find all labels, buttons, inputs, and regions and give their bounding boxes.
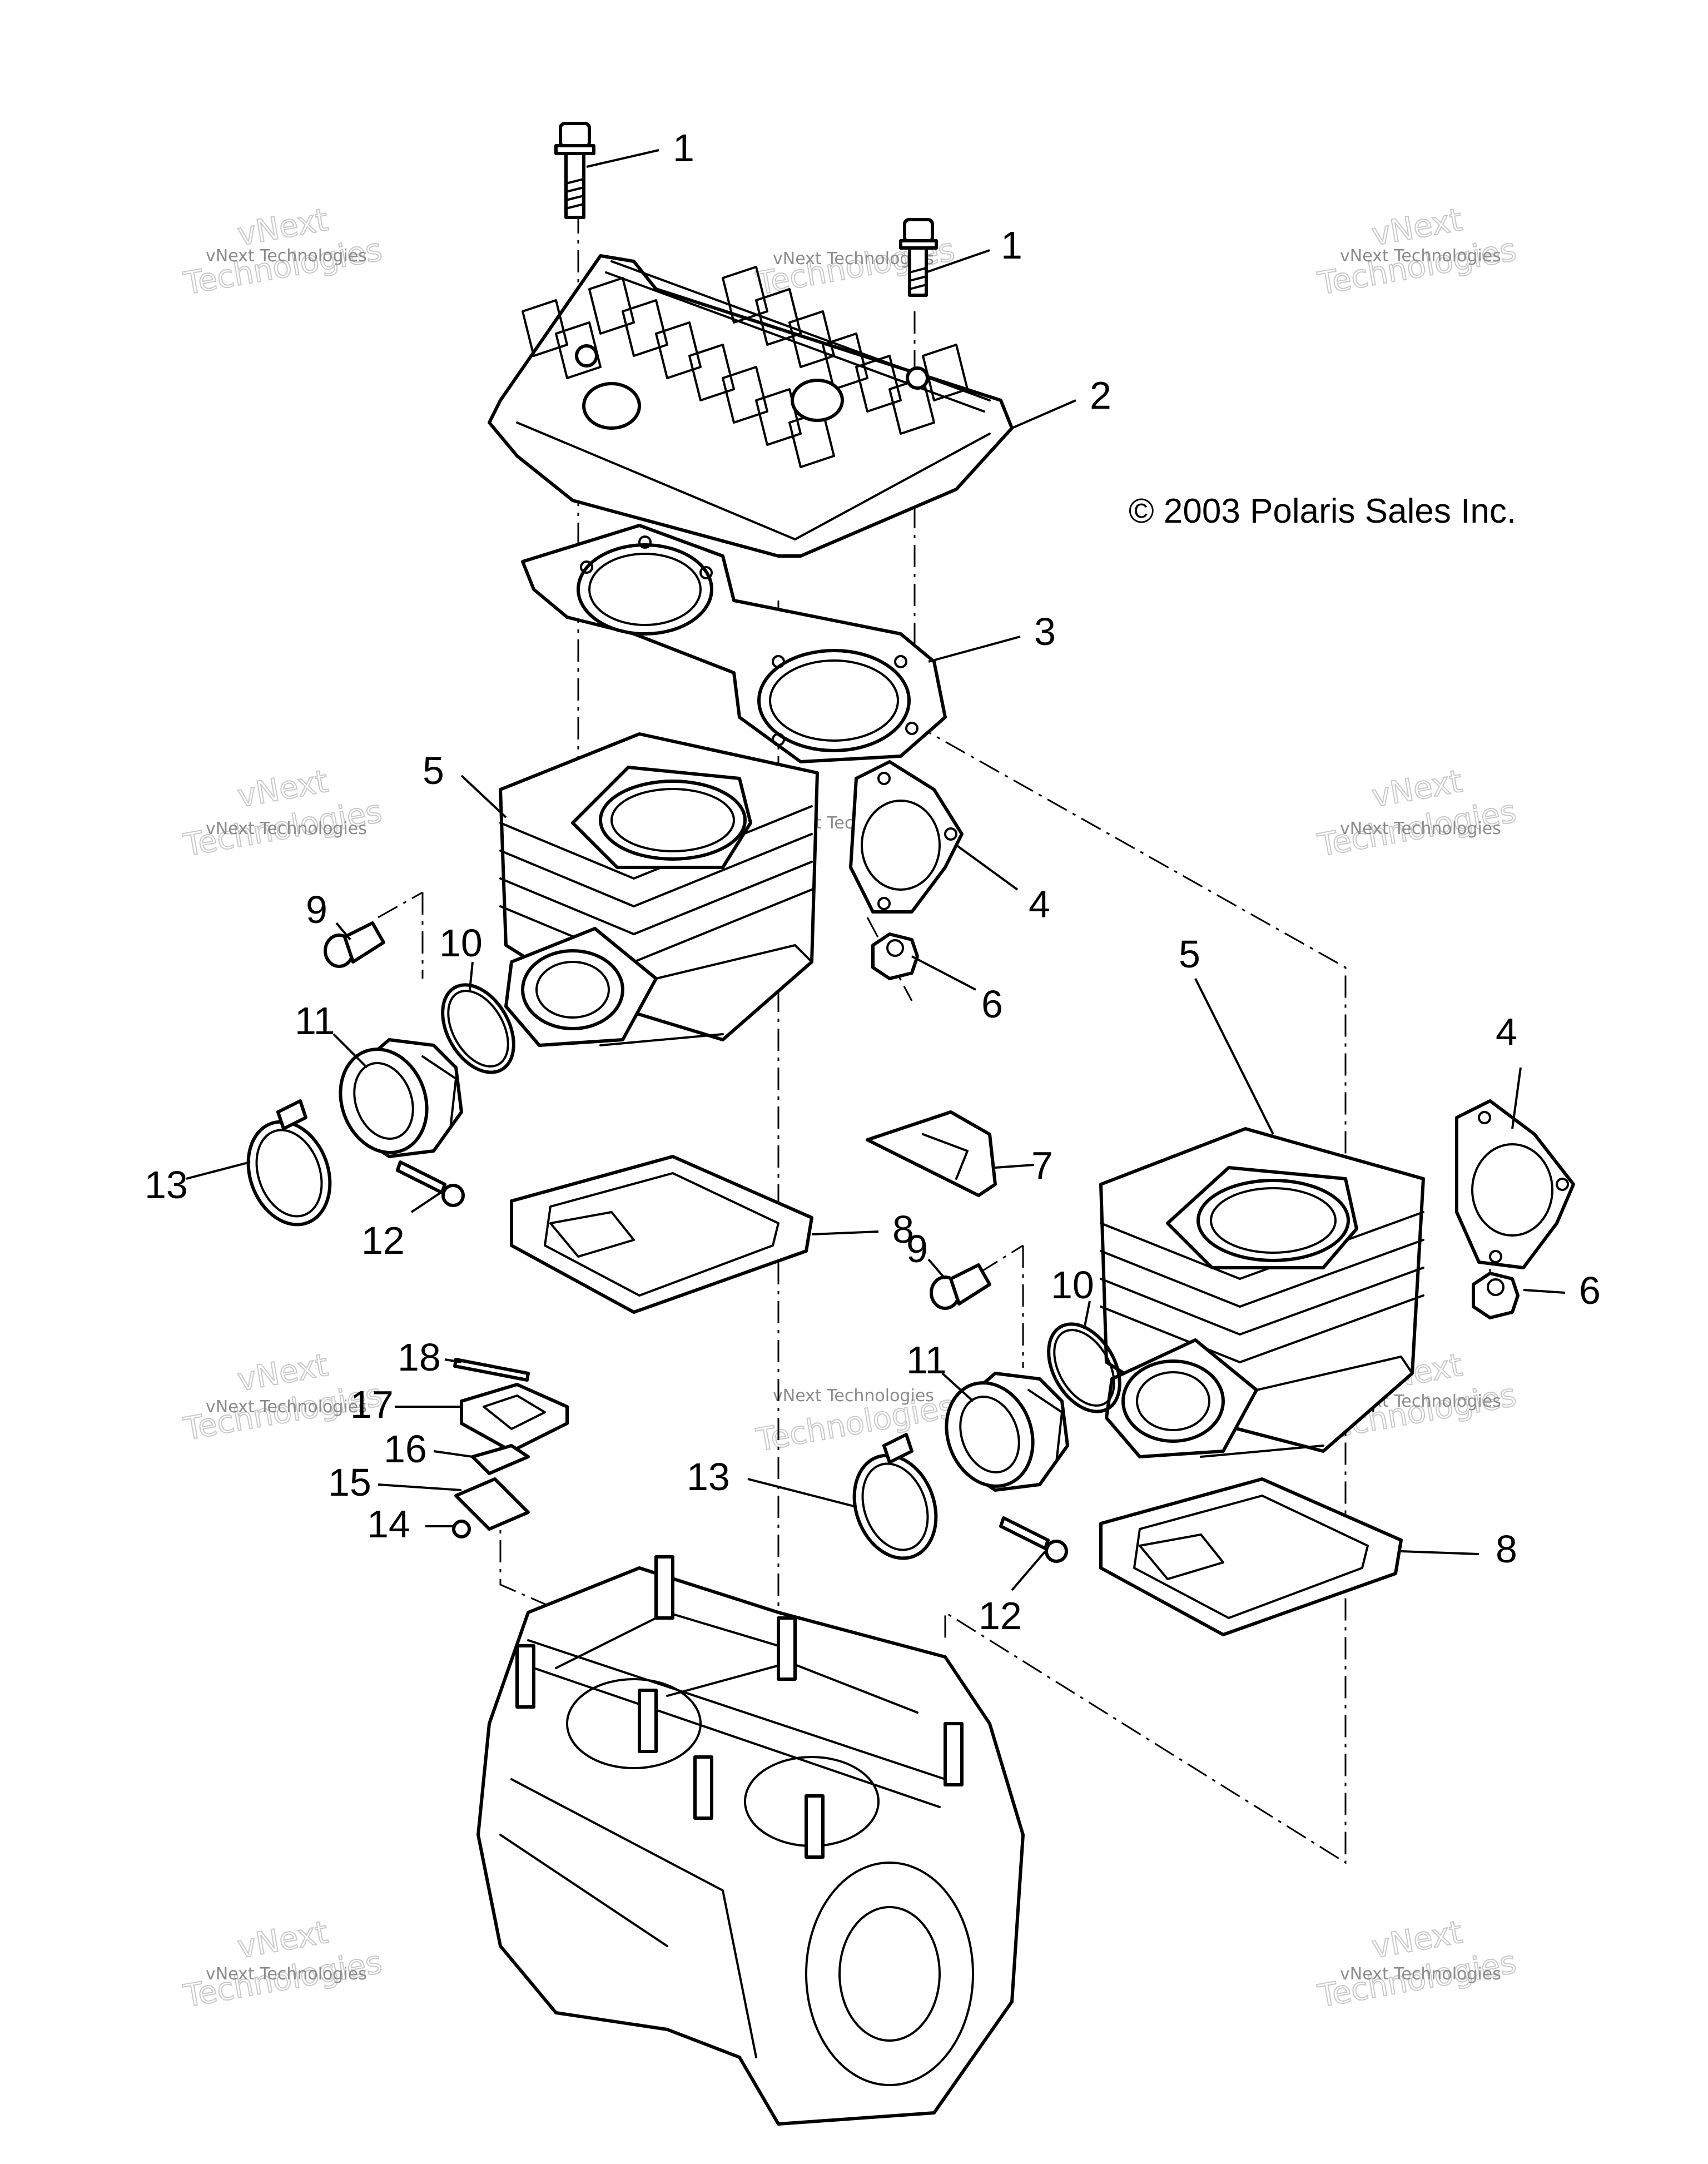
callout-9: 9 (306, 888, 327, 931)
nut-right (1472, 1272, 1520, 1319)
clamp-right (852, 1433, 938, 1560)
watermark-small: vNext Technologies (206, 819, 367, 838)
watermark-small: vNext Technologies (206, 246, 367, 266)
callout-8: 8 (892, 1208, 914, 1251)
callout-11: 11 (906, 1338, 947, 1382)
callout-9: 9 (906, 1227, 928, 1270)
nut-left (871, 932, 919, 980)
callout-13: 13 (145, 1163, 188, 1207)
clamp-left (246, 1099, 332, 1227)
exhaust-gasket-left (849, 760, 964, 914)
reed-stop (454, 1477, 530, 1531)
callout-12: 12 (979, 1594, 1022, 1637)
o-ring-left (441, 983, 515, 1074)
callout-7: 7 (1031, 1144, 1053, 1187)
watermark-small: vNext Technologies (1340, 819, 1501, 838)
callout-5: 5 (1179, 932, 1200, 976)
callout-17: 17 (350, 1383, 394, 1426)
callout-5: 5 (423, 749, 444, 792)
callout-14: 14 (367, 1502, 410, 1546)
callout-12: 12 (361, 1219, 405, 1262)
alignment-line (911, 722, 1347, 1864)
watermark: vNext Technologies (180, 763, 385, 865)
callout-4: 4 (1029, 882, 1050, 926)
callout-13: 13 (687, 1455, 730, 1498)
callout-8: 8 (1496, 1527, 1517, 1571)
base-gasket-right (1099, 1477, 1403, 1636)
leader-lines (186, 149, 1566, 1591)
screw-left (324, 921, 385, 968)
callout-10: 10 (1051, 1263, 1094, 1307)
watermark-small: vNext Technologies (773, 1386, 934, 1406)
watermark: vNext Technologies (180, 1914, 385, 2016)
callout-6: 6 (981, 982, 1003, 1026)
callout-16: 16 (384, 1427, 427, 1471)
long-screw-right (999, 1516, 1068, 1563)
callout-10: 10 (439, 921, 483, 965)
head-bolt-1 (554, 122, 595, 219)
reed-cage (460, 1383, 569, 1453)
small-screw (452, 1520, 471, 1538)
watermark-small: vNext Technologies (206, 1397, 367, 1417)
watermark: vNext Technologies (1314, 763, 1520, 865)
callout-18: 18 (398, 1336, 441, 1379)
callout-1: 1 (673, 126, 694, 170)
pin (453, 1358, 530, 1382)
watermark: vNext Technologies (1314, 1914, 1520, 2016)
alignment-line (978, 1244, 1024, 1274)
watermark-small: vNext Technologies (1340, 246, 1501, 266)
callout-4: 4 (1496, 1010, 1517, 1054)
watermark-small: vNext Technologies (773, 249, 934, 269)
cylinder-right (1099, 1127, 1425, 1458)
callout-11: 11 (295, 999, 335, 1043)
watermark-small: vNext Technologies (1340, 1964, 1501, 1984)
cylinder-head (488, 254, 1014, 558)
head-gasket (521, 524, 947, 763)
o-ring-right (1047, 1322, 1121, 1413)
callout-2: 2 (1090, 374, 1111, 417)
bracket (866, 1110, 997, 1197)
crankcase (476, 1555, 1025, 2126)
callout-3: 3 (1034, 610, 1056, 653)
cylinder-left (499, 732, 819, 1047)
copyright-notice: © 2003 Polaris Sales Inc. (1129, 492, 1516, 530)
exhaust-gasket-right (1455, 1099, 1575, 1269)
callout-1: 1 (1001, 224, 1022, 267)
callout-6: 6 (1579, 1269, 1601, 1312)
watermark-small: vNext Technologies (206, 1964, 367, 1984)
reed-petal (471, 1444, 530, 1475)
callouts: 1 1 2 3 4 4 5 5 6 6 7 8 8 9 9 10 10 11 1… (145, 126, 1601, 1637)
base-gasket-left (510, 1155, 813, 1314)
intake-boot-left (339, 1038, 463, 1158)
callout-15: 15 (328, 1461, 371, 1504)
intake-boot-right (945, 1372, 1069, 1492)
alignment-line (378, 891, 423, 919)
